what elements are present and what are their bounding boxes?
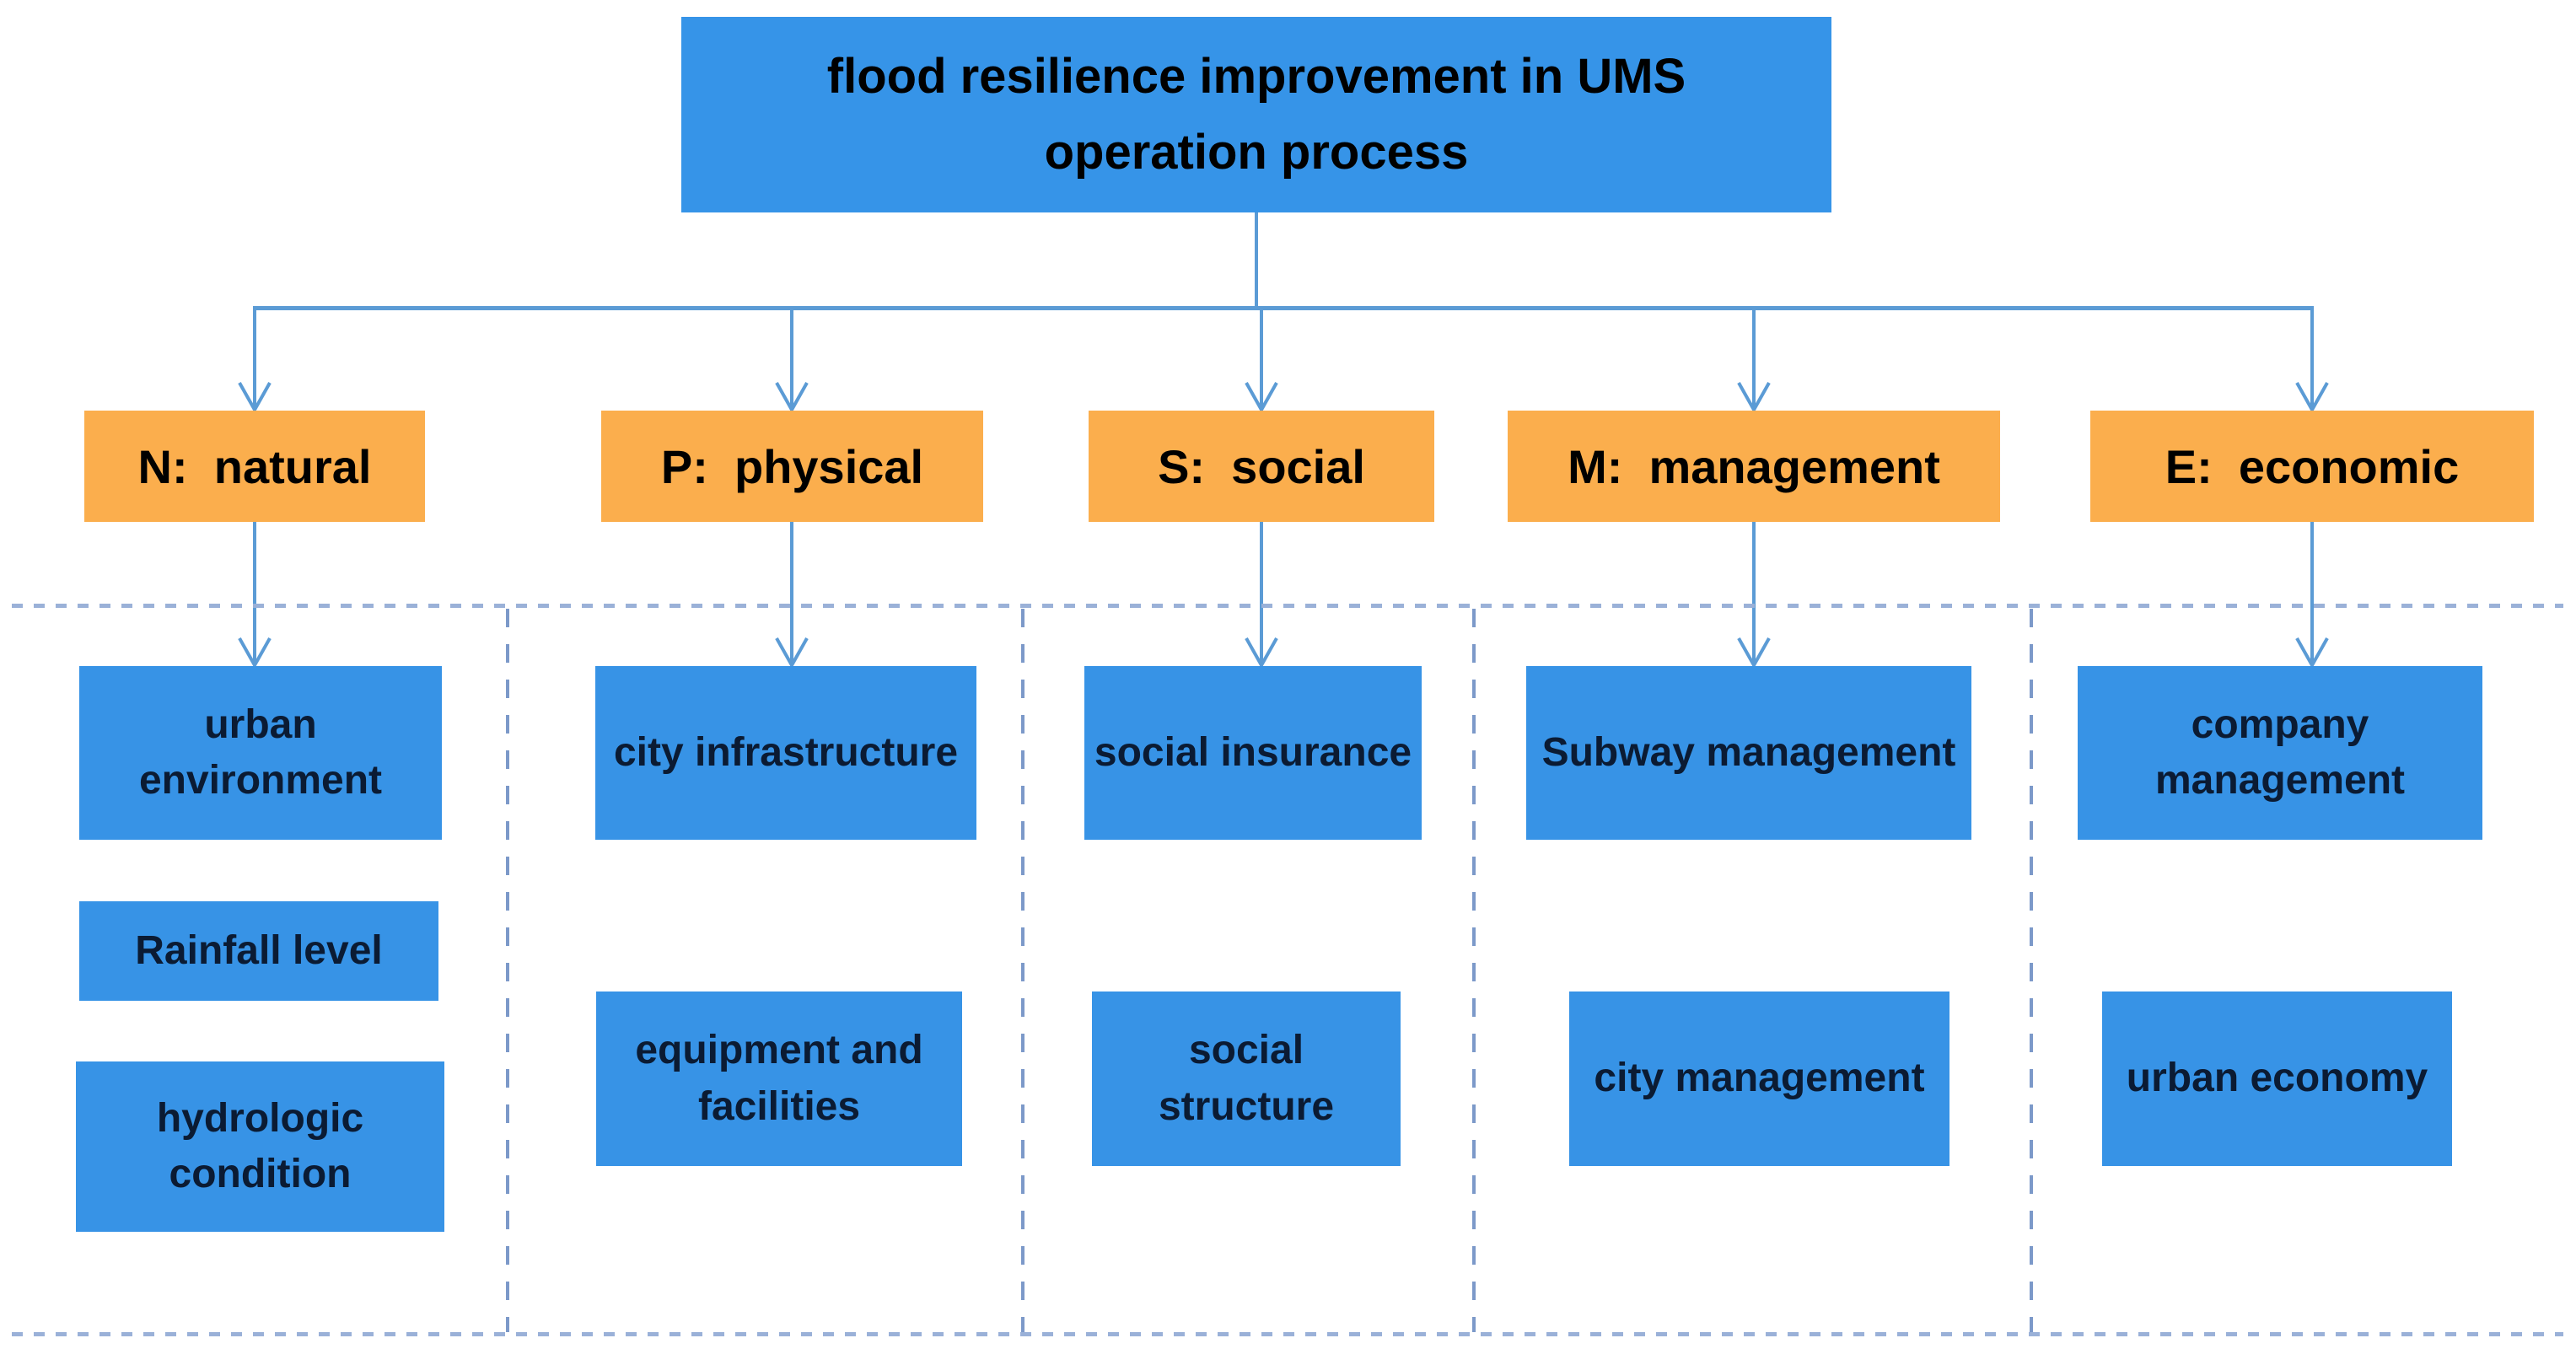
child-box-hydrologic-condition: hydrologic condition	[76, 1061, 444, 1232]
arrow-down-social-child	[1245, 522, 1278, 669]
child-box-company-management: company management	[2078, 666, 2482, 840]
category-label-natural: N: natural	[137, 439, 372, 493]
child-box-rainfall-level: Rainfall level	[79, 901, 438, 1001]
dashed-divider-col-1	[506, 609, 509, 1332]
arrow-down-social	[1245, 309, 1278, 414]
category-label-social: S: social	[1158, 439, 1365, 493]
root-title-line2: operation process	[1044, 125, 1469, 180]
child-label: equipment and facilities	[635, 1028, 923, 1129]
child-label: city infrastructure	[613, 729, 959, 775]
arrow-down-economic-child	[2295, 522, 2329, 669]
child-label: city management	[1594, 1056, 1925, 1101]
child-box-subway-management: Subway management	[1526, 666, 1971, 840]
arrow-down-management-child	[1737, 522, 1771, 669]
connector-trunk-line	[1255, 212, 1258, 309]
child-label: social structure	[1158, 1028, 1335, 1129]
arrow-down-physical	[775, 309, 809, 414]
child-box-city-infrastructure: city infrastructure	[595, 666, 976, 840]
child-box-urban-environment: urban environment	[79, 666, 442, 840]
child-label: urban environment	[138, 701, 383, 803]
child-box-city-management: city management	[1569, 992, 1949, 1166]
child-label: Rainfall level	[135, 927, 383, 973]
category-label-economic: E: economic	[2165, 439, 2460, 493]
connector-horizontal-bar	[253, 306, 2314, 310]
child-box-urban-economy: urban economy	[2102, 992, 2452, 1166]
arrow-down-physical-child	[775, 522, 809, 669]
category-label-physical: P: physical	[660, 439, 924, 493]
category-box-natural: N: natural	[84, 411, 425, 522]
child-label: social insurance	[1094, 729, 1412, 775]
dashed-divider-col-3	[1472, 609, 1476, 1332]
dashed-divider-top	[12, 604, 2563, 608]
child-label: Subway management	[1541, 729, 1956, 775]
child-label: urban economy	[2126, 1056, 2428, 1101]
arrow-down-management	[1737, 309, 1771, 414]
child-label: company management	[2154, 701, 2406, 803]
child-box-social-insurance: social insurance	[1084, 666, 1422, 840]
child-box-equipment-and-facilities: equipment and facilities	[596, 992, 962, 1166]
child-box-social-structure: social structure	[1092, 992, 1401, 1166]
dashed-divider-bottom	[12, 1332, 2563, 1336]
dashed-divider-col-2	[1021, 609, 1024, 1332]
arrow-down-economic	[2295, 309, 2329, 414]
arrow-down-natural-child	[238, 522, 272, 669]
root-title-box: flood resilience improvement in UMS oper…	[681, 17, 1831, 212]
dashed-divider-col-4	[2030, 609, 2033, 1332]
category-label-management: M: management	[1568, 439, 1940, 493]
category-box-physical: P: physical	[601, 411, 983, 522]
category-box-management: M: management	[1508, 411, 2000, 522]
child-label: hydrologic condition	[156, 1095, 364, 1196]
root-title-line1: flood resilience improvement in UMS	[826, 49, 1686, 105]
category-box-social: S: social	[1089, 411, 1434, 522]
category-box-economic: E: economic	[2090, 411, 2534, 522]
arrow-down-natural	[238, 309, 272, 414]
